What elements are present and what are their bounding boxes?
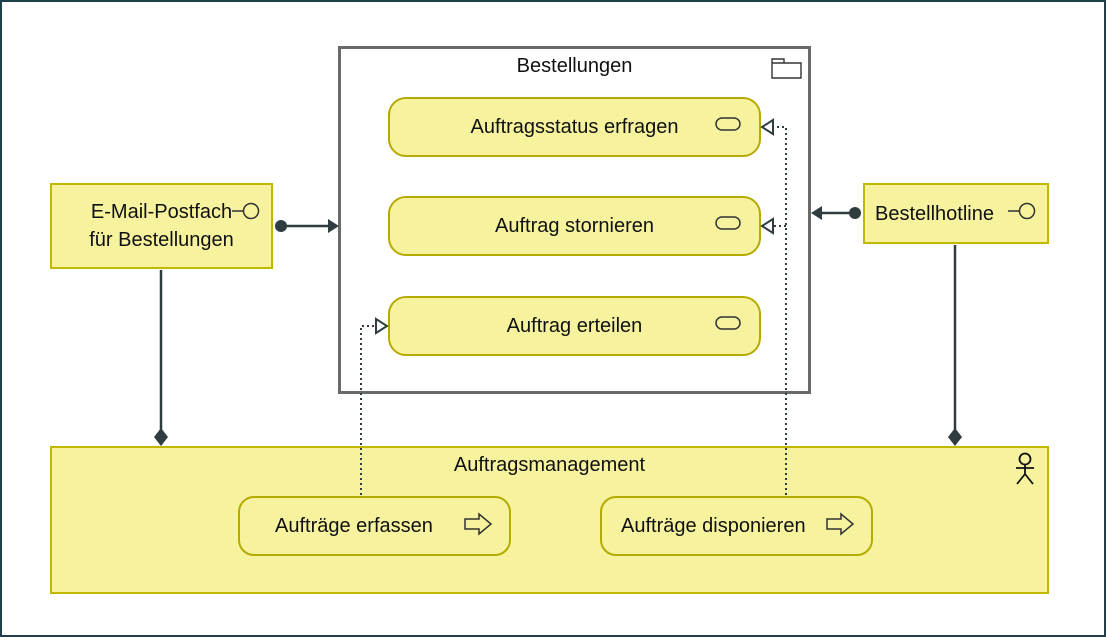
- interface-email-postfach[interactable]: E-Mail-Postfach für Bestellungen: [50, 183, 273, 269]
- folder-icon: [771, 58, 802, 79]
- service-auftragsstatus-erfragen[interactable]: Auftragsstatus erfragen: [388, 97, 761, 157]
- process-arrow-icon: [826, 512, 855, 536]
- service-label: Auftragsstatus erfragen: [470, 115, 679, 138]
- service-pill-icon: [715, 216, 741, 230]
- service-label: Auftrag stornieren: [495, 214, 654, 237]
- actor-icon: [1016, 452, 1034, 485]
- service-pill-icon: [715, 316, 741, 330]
- connector-disponieren-realizes-services[interactable]: [760, 118, 787, 495]
- process-auftraege-disponieren[interactable]: Aufträge disponieren: [600, 496, 873, 556]
- connector-email-to-actor[interactable]: [154, 270, 168, 446]
- process-label: Aufträge disponieren: [621, 514, 806, 537]
- interface-label-line2: für Bestellungen: [89, 229, 234, 251]
- process-arrow-icon: [464, 512, 493, 536]
- service-pill-icon: [715, 117, 741, 131]
- connector-hotline-to-actor[interactable]: [948, 245, 962, 446]
- process-label: Aufträge erfassen: [275, 514, 433, 537]
- connector-email-to-group[interactable]: [275, 219, 339, 233]
- connector-hotline-to-group[interactable]: [811, 206, 861, 220]
- service-auftrag-stornieren[interactable]: Auftrag stornieren: [388, 196, 761, 256]
- actor-auftragsmanagement[interactable]: Auftragsmanagement: [50, 446, 1049, 594]
- actor-title: Auftragsmanagement: [453, 454, 646, 476]
- interface-lollipop-icon: [232, 202, 260, 220]
- service-label: Auftrag erteilen: [506, 314, 643, 337]
- group-title: Bestellungen: [516, 55, 633, 77]
- interface-bestellhotline[interactable]: Bestellhotline: [863, 183, 1049, 244]
- connector-erfassen-realizes-erteilen[interactable]: [360, 317, 389, 495]
- interface-lollipop-icon: [1008, 202, 1036, 220]
- interface-label: Bestellhotline: [875, 202, 994, 225]
- service-auftrag-erteilen[interactable]: Auftrag erteilen: [388, 296, 761, 356]
- interface-label-line1: E-Mail-Postfach: [90, 201, 233, 223]
- process-auftraege-erfassen[interactable]: Aufträge erfassen: [238, 496, 511, 556]
